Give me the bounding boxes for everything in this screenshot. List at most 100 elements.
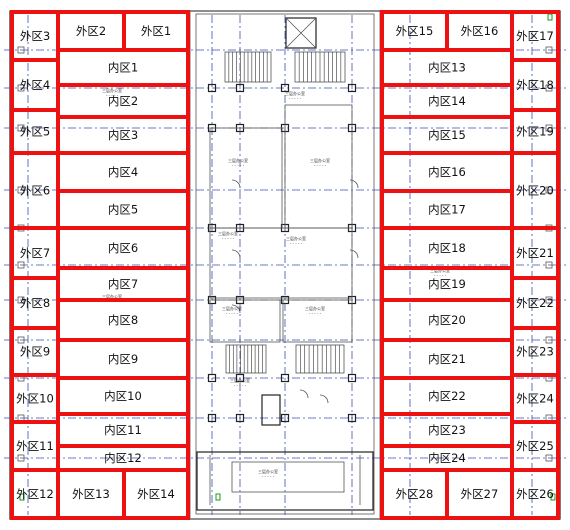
door-arc [231,179,241,189]
perimeter-column [17,261,25,269]
core-room-3 [209,227,353,299]
perimeter-column [17,46,25,54]
zone-label-outer-right: 外区19 [516,125,554,139]
zone-label-inner-right: 内区16 [428,165,466,179]
perimeter-column [545,186,553,194]
zone-label-inner-left: 内区4 [108,165,138,179]
zone-label-outer-right: 外区21 [516,246,554,260]
room-caption-sub: - - - - - [226,311,239,316]
zone-label-outer-left: 外区9 [20,345,50,359]
zone-label-inner-right: 内区19 [428,277,466,291]
zone-label-outer-right: 外区25 [516,439,554,453]
zone-label-outer-left: 外区10 [16,392,54,406]
structural-column [280,83,290,93]
room-caption-sub: - - - - - [262,474,275,479]
perimeter-column [545,336,553,344]
room-caption: 三层办公室 [310,157,330,163]
perimeter-column [17,124,25,132]
perimeter-column [17,296,25,304]
zone-label-bottom-right: 外区27 [461,487,499,501]
perimeter-column [545,454,553,462]
room-caption: 三层办公室 [222,305,242,311]
structural-column [207,413,217,423]
perimeter-column [545,296,553,304]
room-caption-sub: - - - - - [234,383,247,388]
zone-label-outer-right: 外区17 [516,29,554,43]
marker-icon [550,493,556,501]
zone-label-outer-left: 外区3 [20,29,50,43]
door-arc [349,249,359,259]
room-caption: 三层办公室 [228,157,248,163]
elevator-top-x2 [285,17,317,49]
door-arc [349,179,359,189]
cad-background: 三层办公室- - - - -三层办公室- - - - -三层办公室- - - -… [4,10,566,520]
core-room-4 [209,299,281,343]
zone-label-inner-left: 内区5 [108,203,138,217]
zone-label-top-right: 外区16 [461,24,499,38]
zone-label-inner-right: 内区17 [428,203,466,217]
room-caption: 三层办公室 [285,90,305,96]
zone-label-top-left: 外区1 [141,24,171,38]
room-caption: 三层办公室 [218,230,238,236]
zone-label-inner-left: 内区3 [108,128,138,142]
perimeter-column [545,124,553,132]
zone-label-inner-right: 内区14 [428,94,466,108]
room-caption-sub: - - - - - [289,96,302,101]
bottom-hall-inner [231,461,345,493]
zone-label-outer-right: 外区18 [516,78,554,92]
structural-column [347,83,357,93]
zone-labels: 外区3外区4外区5外区6外区7外区8外区9外区10外区11外区12内区1内区2内… [16,24,554,501]
stair-bottom-right [295,344,345,374]
structural-column [280,413,290,423]
zone-label-outer-left: 外区12 [16,487,54,501]
zone-label-inner-left: 内区10 [104,389,142,403]
room-caption: 三层办公室 [286,235,306,241]
zone-label-inner-left: 内区1 [108,61,138,75]
room-caption-sub: - - - - - [434,273,447,278]
stair-top-left [224,51,272,83]
zone-label-inner-right: 内区20 [428,313,466,327]
zone-label-outer-left: 外区11 [16,439,54,453]
room-caption: 三层办公室 [258,468,278,474]
zone-label-inner-left: 内区7 [108,277,138,291]
structural-column [207,83,217,93]
room-caption-sub: - - - - - [222,236,235,241]
perimeter-column [17,336,25,344]
bottom-hall [196,451,374,511]
zone-label-outer-right: 外区24 [516,392,554,406]
zone-label-outer-right: 外区26 [516,487,554,501]
zone-label-bottom-left: 外区13 [72,487,110,501]
structural-column [235,413,245,423]
perimeter-column [17,84,25,92]
room-caption-sub: - - - - - [232,163,245,168]
zone-label-outer-left: 外区6 [20,184,50,198]
room-caption-sub: - - - - - [309,311,322,316]
room-caption: 三层办公室 [305,305,325,311]
structural-column [235,373,245,383]
door-arc [231,249,241,259]
elevator-top [285,17,317,49]
marker-icon [215,493,221,501]
room-caption: 三层办公室 [102,87,122,93]
zone-label-inner-right: 内区21 [428,352,466,366]
zone-label-bottom-right: 外区28 [396,487,434,501]
zone-label-outer-right: 外区20 [516,184,554,198]
zone-label-inner-left: 内区12 [104,451,142,465]
perimeter-column [545,46,553,54]
zone-label-outer-left: 外区8 [20,296,50,310]
zone-label-inner-right: 内区15 [428,128,466,142]
room-caption-sub: - - - - - [314,163,327,168]
zone-label-top-right: 外区15 [396,24,434,38]
zone-label-inner-right: 内区13 [428,61,466,75]
zone-label-top-left: 外区2 [76,24,106,38]
zone-label-inner-right: 内区18 [428,241,466,255]
door-arc [299,389,309,399]
stair-bottom-left [225,344,267,374]
zone-grid [10,10,560,520]
zone-label-outer-left: 外区4 [20,78,50,92]
zone-label-inner-left: 内区8 [108,313,138,327]
zone-label-outer-right: 外区23 [516,345,554,359]
perimeter-column [545,84,553,92]
